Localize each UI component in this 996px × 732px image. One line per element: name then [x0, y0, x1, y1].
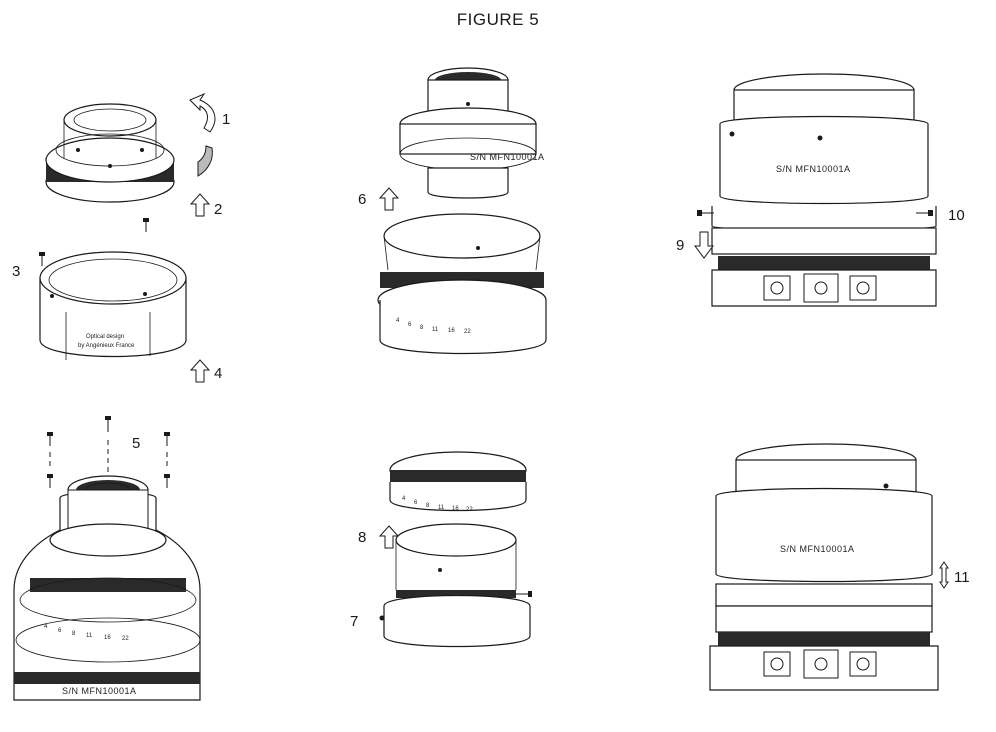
up-arrow-icon [189, 359, 211, 383]
svg-text:6: 6 [408, 322, 412, 328]
up-arrow-icon [189, 193, 211, 217]
lens-hood: Optical design by Angénieux France [39, 251, 187, 360]
svg-text:4: 4 [402, 496, 406, 502]
svg-text:8: 8 [426, 503, 430, 509]
svg-text:11: 11 [432, 327, 439, 333]
rear-mount-ring [45, 103, 175, 203]
svg-text:6: 6 [414, 500, 418, 506]
svg-text:8: 8 [72, 631, 76, 637]
svg-text:4: 4 [44, 624, 48, 630]
step-label-5: 5 [132, 435, 140, 452]
serial-engraving-bottom-left: S/N MFN10001A [62, 686, 137, 696]
step-label-4: 4 [214, 365, 222, 382]
step-label-6: 6 [358, 191, 366, 208]
svg-text:22: 22 [466, 507, 473, 513]
svg-text:16: 16 [104, 635, 111, 641]
step-label-3: 3 [12, 263, 20, 280]
step-label-7: 7 [350, 613, 358, 630]
step-label-1: 1 [222, 111, 230, 128]
focus-housing-center [377, 213, 547, 355]
down-arrow-icon [694, 231, 714, 259]
serial-engraving-top-right: S/N MFN10001A [776, 164, 851, 174]
step-label-8: 8 [358, 529, 366, 546]
focus-scale-center-ring: 4 6 8 11 16 22 [402, 496, 473, 513]
screw-set [47, 416, 170, 488]
step-label-11: 11 [954, 569, 970, 586]
svg-text:11: 11 [438, 505, 445, 511]
hood-engraving-line2: by Angénieux France [78, 343, 135, 349]
up-arrow-icon [378, 187, 400, 211]
svg-text:22: 22 [464, 329, 471, 335]
svg-text:8: 8 [420, 325, 424, 331]
focus-sleeve [383, 523, 531, 648]
screw-icon [39, 218, 149, 266]
svg-text:6: 6 [58, 628, 62, 634]
screw-icon [697, 210, 933, 216]
svg-text:16: 16 [448, 328, 455, 334]
svg-text:4: 4 [396, 318, 400, 324]
lens-barrel-top-right: S/N MFN10001A [711, 73, 937, 307]
rotate-arrow-icon [189, 92, 216, 177]
serial-engraving-center: S/N MFN10001A [470, 152, 545, 162]
double-arrow-icon [939, 561, 949, 589]
svg-text:11: 11 [86, 633, 93, 639]
hood-engraving-line1: Optical design [86, 334, 124, 340]
focus-ring-removed [389, 451, 527, 512]
svg-text:16: 16 [452, 506, 459, 512]
screw-icon [379, 591, 532, 621]
step-label-2: 2 [214, 201, 222, 218]
up-arrow-icon [378, 525, 400, 549]
step-label-9: 9 [676, 237, 684, 254]
front-optics-module: S/N MFN10001A [399, 67, 545, 199]
lens-barrel-bottom-right: S/N MFN10001A [709, 443, 939, 691]
lens-body-bottom-left: S/N MFN10001A [13, 475, 201, 701]
serial-engraving-bottom-right: S/N MFN10001A [780, 544, 855, 554]
focus-scale-center-top: 4 6 8 11 16 22 [396, 318, 471, 335]
focus-scale-bottom-left: 4 6 8 11 16 22 [44, 624, 129, 642]
svg-text:22: 22 [122, 636, 129, 642]
figure-title: FIGURE 5 [456, 10, 540, 29]
step-label-10: 10 [948, 207, 965, 224]
